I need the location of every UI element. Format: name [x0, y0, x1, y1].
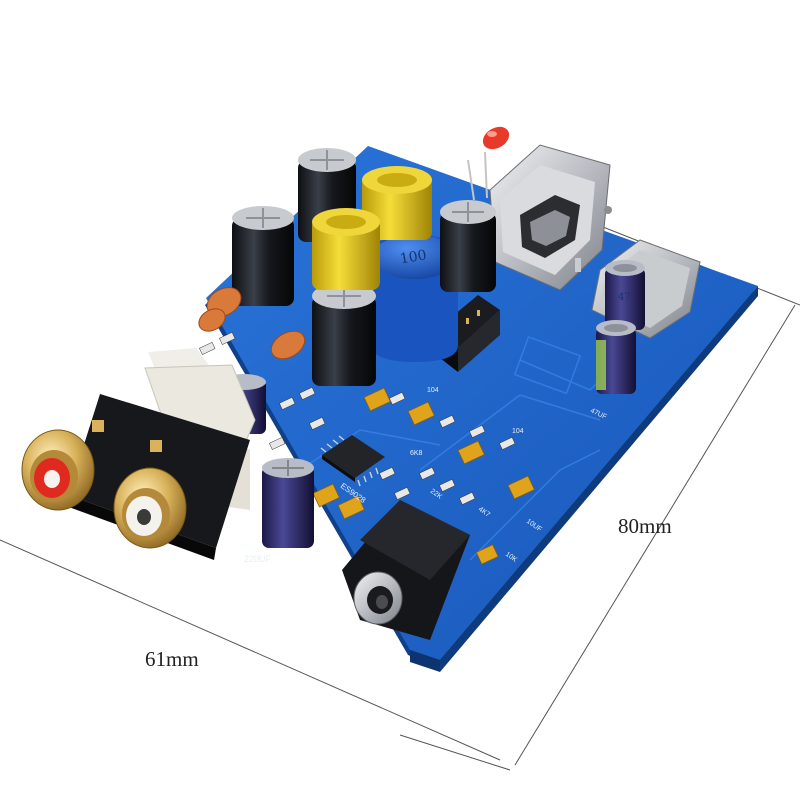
res-6k8-label: 6K8 [410, 450, 423, 457]
cap-220-silkscreen-label: 220UF [244, 554, 272, 564]
headphone-jack [342, 500, 470, 640]
dac-chip [320, 435, 385, 487]
tantalum-capacitors [312, 387, 535, 565]
width-dimension-label: 80mm [618, 514, 672, 538]
electrolytic-capacitor-left [232, 206, 294, 306]
usb-b-connector [489, 144, 612, 291]
electrolytic-capacitor-right [440, 200, 496, 292]
red-led [467, 126, 510, 201]
res-104-b-label: 104 [512, 428, 524, 435]
rca-jack-white [113, 467, 187, 549]
purple-capacitor-right-top: 47 [605, 260, 645, 330]
res-104-a-label: 104 [427, 387, 439, 394]
rca-jack-red [21, 429, 95, 511]
depth-dimension-label: 61mm [145, 647, 199, 671]
purple-capacitor-220uf [262, 458, 314, 548]
blue-film-capacitor: 100 [372, 235, 458, 362]
electrolytic-capacitor-center [312, 283, 376, 386]
blue-cap-marking: 100 [399, 247, 428, 267]
purple-capacitor-right-bottom [596, 320, 636, 394]
yellow-capacitor-left [312, 208, 380, 290]
svg-text:47: 47 [618, 292, 631, 303]
